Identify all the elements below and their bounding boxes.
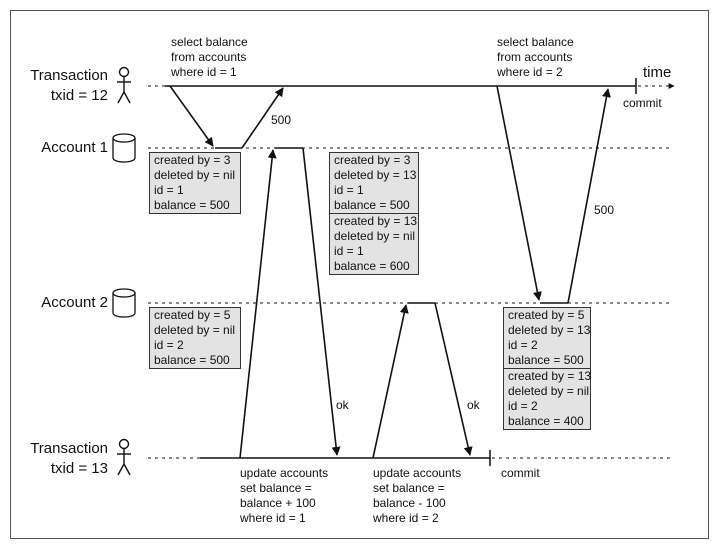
account2-label: Account 2 [41, 294, 108, 311]
account1-label: Account 1 [41, 139, 108, 156]
tx13-ok2-label: ok [467, 398, 480, 412]
account2-deleted-version: created by = 5 deleted by = 13 id = 2 ba… [503, 307, 591, 369]
account2-original-version: created by = 5 deleted by = nil id = 2 b… [149, 307, 241, 369]
tx13-commit-label: commit [501, 466, 540, 480]
tx13-ok1-label: ok [336, 398, 349, 412]
tx13-update-account2-path [372, 302, 473, 459]
account2-new-version: created by = 13 deleted by = nil id = 2 … [503, 368, 591, 430]
account1-new-version: created by = 13 deleted by = nil id = 1 … [329, 213, 419, 275]
tx12-result1-label: 500 [271, 113, 292, 127]
tx12-read-account1-path [169, 85, 284, 149]
tx13-update1-label: update accounts set balance = balance + … [240, 466, 329, 525]
account1-database-icon [112, 133, 136, 163]
tx12-commit-label: commit [623, 96, 662, 110]
tx12-query2-label: select balance from accounts where id = … [497, 35, 574, 79]
tx12-person-icon [117, 66, 131, 104]
tx12-query1-label: select balance from accounts where id = … [171, 35, 248, 79]
tx12-actor-label: Transaction txid = 12 [30, 67, 108, 104]
account2-database-icon [112, 288, 136, 318]
account1-deleted-version: created by = 3 deleted by = 13 id = 1 ba… [329, 152, 419, 214]
tx13-person-icon [117, 438, 131, 476]
tx12-lifeline [148, 78, 675, 94]
tx13-update2-label: update accounts set balance = balance - … [373, 466, 462, 525]
tx13-actor-label: Transaction txid = 13 [30, 440, 108, 477]
tx13-update-account1-path [239, 147, 341, 459]
account1-original-version: created by = 3 deleted by = nil id = 1 b… [149, 152, 241, 214]
tx12-read-account2-path [496, 85, 611, 304]
tx12-result2-label: 500 [594, 203, 615, 217]
time-axis-label: time [643, 64, 672, 81]
tx13-lifeline [148, 450, 670, 466]
frame-border [10, 10, 709, 539]
